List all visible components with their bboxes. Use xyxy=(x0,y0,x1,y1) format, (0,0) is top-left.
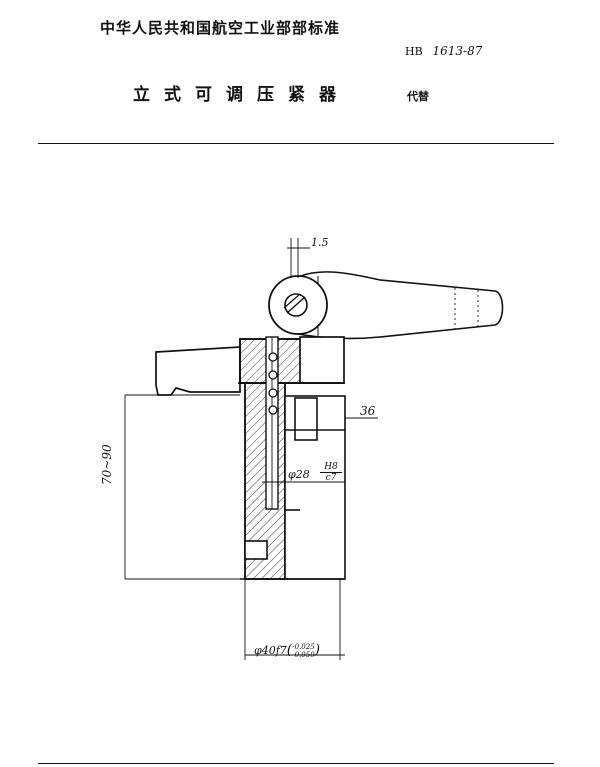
base-diameter: φ40f7 xyxy=(254,644,287,657)
base-tolerance-lower: -0.050 xyxy=(292,651,315,659)
bore-fit-upper: H8 xyxy=(320,462,342,473)
organization-title: 中华人民共和国航空工业部部标准 xyxy=(100,19,341,37)
bore-dimension: φ28 xyxy=(288,468,310,481)
footer-rule xyxy=(38,763,554,764)
dimension-lines xyxy=(124,238,378,660)
clamp-lever xyxy=(297,271,504,340)
header-rule xyxy=(38,143,554,144)
offset-dimension: 1.5 xyxy=(311,236,329,249)
replaces-label: 代替 xyxy=(407,90,429,103)
spindle xyxy=(265,336,279,510)
standard-prefix: HB xyxy=(405,45,423,58)
width-dimension: 36 xyxy=(360,404,376,418)
bore-fit-lower: c7 xyxy=(325,473,337,483)
spring-coils xyxy=(268,352,278,415)
standard-number: 1613-87 xyxy=(432,44,483,58)
pivot-head xyxy=(268,275,328,335)
document-title: 立式可调压紧器 xyxy=(133,85,350,105)
height-dimension: 70~90 xyxy=(100,444,114,485)
clamp-arm xyxy=(155,336,345,396)
base-tolerance-upper: -0.025 xyxy=(292,643,315,651)
bore-fit: H8 c7 xyxy=(320,462,342,483)
base-diameter-dimension: φ40f7(-0.025-0.050) xyxy=(254,642,321,659)
standard-code: HB 1613-87 xyxy=(405,44,482,58)
